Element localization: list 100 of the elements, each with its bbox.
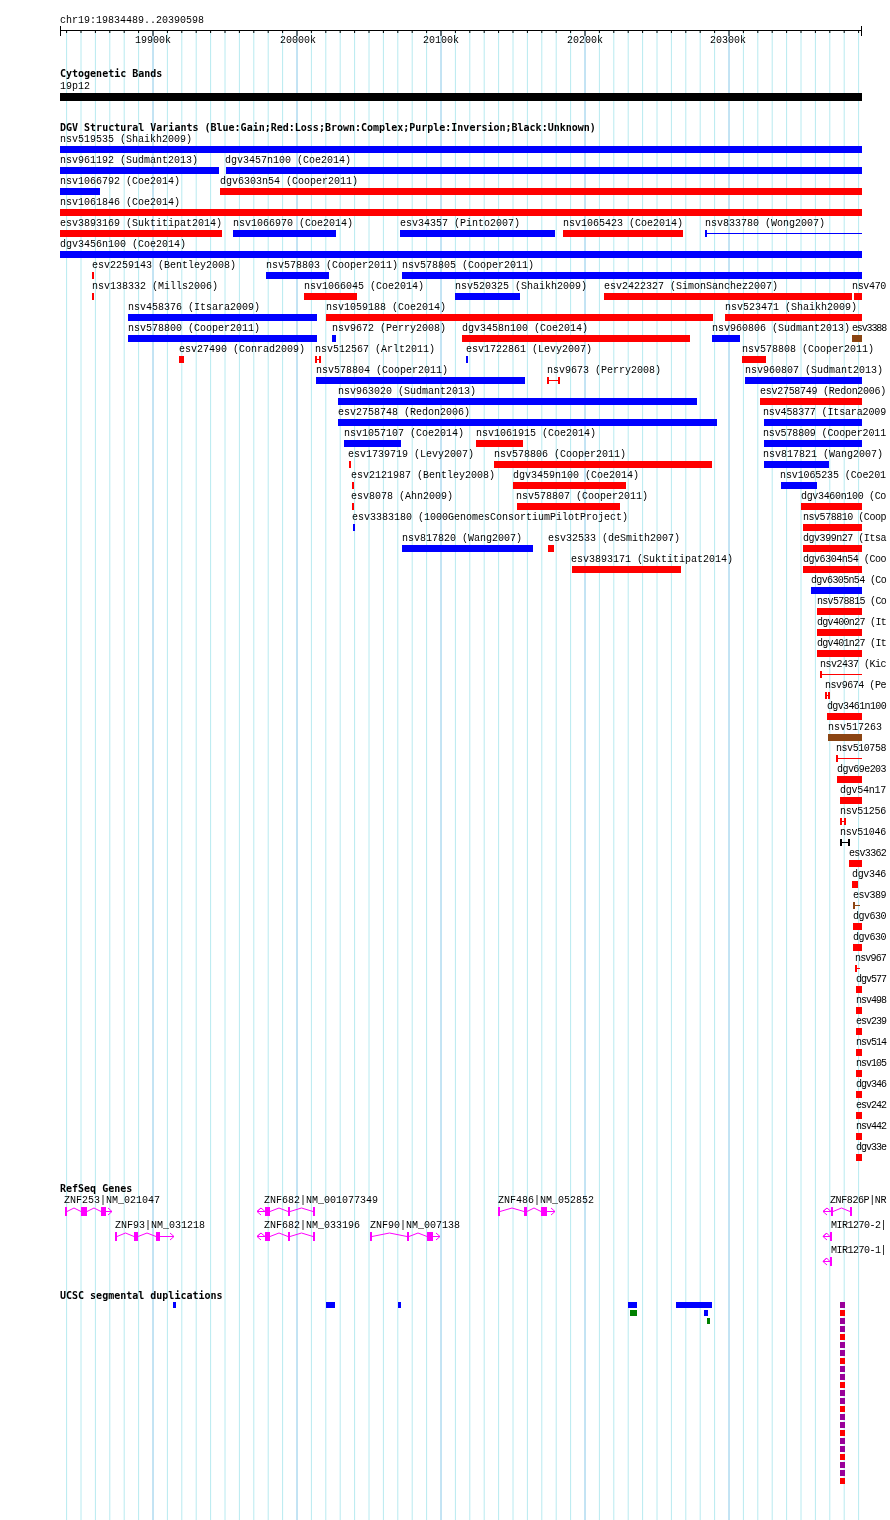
variant-label: nsv578809 (Cooper2011 <box>763 428 886 439</box>
scale-label: 20200k <box>567 35 603 46</box>
track-title: DGV Structural Variants (Blue:Gain;Red:Loss;Brown:Complex;Purple:Inversion;Black:Unknown) <box>60 122 596 133</box>
variant-label: dgv400n27 (It <box>817 617 886 628</box>
track-title: UCSC segmental duplications <box>60 1290 223 1301</box>
variant-label: nsv1066792 (Coe2014) <box>60 176 181 187</box>
variant-label: nsv1065235 (Coe201 <box>780 470 886 481</box>
position-label: chr19:19834489..20390598 <box>60 15 205 26</box>
variant-label: nsv512567 (Arlt2011) <box>315 344 436 355</box>
variant-label: nsv817821 (Wang2007) <box>763 449 884 460</box>
variant-label: esv3388 <box>852 323 886 334</box>
track-title: RefSeq Genes <box>60 1183 133 1194</box>
variant-label: nsv1065423 (Coe2014) <box>563 218 684 229</box>
variant-label: dgv3456n100 (Coe2014) <box>60 239 187 250</box>
variant-label: nsv967 <box>855 953 886 964</box>
variant-label: nsv1061846 (Coe2014) <box>60 197 181 208</box>
variant-label: esv2758749 (Redon2006) <box>760 386 886 397</box>
scale-label: 20300k <box>710 35 746 46</box>
variant-label: nsv833780 (Wong2007) <box>705 218 826 229</box>
variant-label: nsv514 <box>856 1037 886 1048</box>
variant-label: dgv3459n100 (Coe2014) <box>513 470 640 481</box>
variant-label: nsv51256 <box>840 806 886 817</box>
variant-label: nsv1057107 (Coe2014) <box>344 428 465 439</box>
variant-label: dgv69e203 <box>837 764 886 775</box>
band-label: 19p12 <box>60 81 90 92</box>
variant-label: esv389 <box>853 890 886 901</box>
variant-label: nsv1066045 (Coe2014) <box>304 281 425 292</box>
gene-label: ZNF486|NM_052852 <box>498 1195 594 1206</box>
variant-label: nsv9673 (Perry2008) <box>547 365 662 376</box>
variant-label: nsv519535 (Shaikh2009) <box>60 134 193 145</box>
variant-label: dgv630 <box>853 911 886 922</box>
variant-label: dgv401n27 (It <box>817 638 886 649</box>
gene-label: ZNF826P|NR <box>830 1195 886 1206</box>
variant-label: nsv517263 <box>828 722 882 733</box>
variant-label: esv1739719 (Levy2007) <box>348 449 475 460</box>
variant-label: nsv458377 (Itsara2009 <box>763 407 886 418</box>
variant-label: esv3383180 (1000GenomesConsortiumPilotProject) <box>352 512 629 523</box>
gene-label: MIR1270-2| <box>831 1220 886 1231</box>
variant-label: nsv138332 (Mills2006) <box>92 281 219 292</box>
variant-label: esv8078 (Ahn2009) <box>351 491 454 502</box>
variant-label: nsv1061915 (Coe2014) <box>476 428 597 439</box>
variant-label: dgv630 <box>853 932 886 943</box>
variant-label: dgv33e <box>856 1142 886 1153</box>
variant-label: nsv961192 (Sudmant2013) <box>60 155 199 166</box>
variant-label: nsv470 <box>852 281 886 292</box>
variant-label: nsv1059188 (Coe2014) <box>326 302 447 313</box>
variant-label: esv2758748 (Redon2006) <box>338 407 471 418</box>
gene-label: ZNF682|NM_001077349 <box>264 1195 379 1206</box>
variant-label: dgv3458n100 (Coe2014) <box>462 323 589 334</box>
variant-label: esv32533 (deSmith2007) <box>548 533 681 544</box>
variant-label: nsv578810 (Coop <box>803 512 886 523</box>
variant-label: nsv498 <box>856 995 886 1006</box>
variant-label: nsv1066970 (Coe2014) <box>233 218 354 229</box>
variant-label: dgv346 <box>852 869 886 880</box>
variant-label: nsv9672 (Perry2008) <box>332 323 447 334</box>
variant-label: nsv578807 (Cooper2011) <box>516 491 649 502</box>
variant-label: dgv399n27 (Itsa <box>803 533 886 544</box>
variant-label: esv2422327 (SimonSanchez2007) <box>604 281 779 292</box>
variant-label: nsv963020 (Sudmant2013) <box>338 386 477 397</box>
variant-label: esv3893169 (Suktitipat2014) <box>60 218 223 229</box>
variant-label: dgv3460n100 (Co <box>801 491 886 502</box>
variant-label: esv2259143 (Bentley2008) <box>92 260 237 271</box>
variant-label: nsv458376 (Itsara2009) <box>128 302 261 313</box>
variant-label: nsv523471 (Shaikh2009) <box>725 302 858 313</box>
scale-label: 20000k <box>280 35 316 46</box>
variant-label: esv2121987 (Bentley2008) <box>351 470 496 481</box>
variant-label: dgv577 <box>856 974 886 985</box>
gene-label: ZNF682|NM_033196 <box>264 1220 360 1231</box>
variant-label: esv239 <box>856 1016 886 1027</box>
variant-label: nsv2437 (Kic <box>820 659 886 670</box>
variant-label: esv34357 (Pinto2007) <box>400 218 521 229</box>
variant-label: dgv3457n100 (Coe2014) <box>225 155 352 166</box>
variant-label: nsv578804 (Cooper2011) <box>316 365 449 376</box>
variant-label: dgv54n17 <box>840 785 886 796</box>
variant-label: esv3893171 (Suktitipat2014) <box>571 554 734 565</box>
gene-label: MIR1270-1| <box>831 1245 886 1256</box>
gene-label: ZNF93|NM_031218 <box>115 1220 205 1231</box>
variant-label: dgv3461n100 <box>827 701 886 712</box>
variant-label: dgv6305n54 (Co <box>811 575 886 586</box>
variant-label: nsv105 <box>856 1058 886 1069</box>
variant-label: nsv9674 (Pe <box>825 680 886 691</box>
variant-label: esv242 <box>856 1100 886 1111</box>
variant-label: nsv442 <box>856 1121 886 1132</box>
variant-label: nsv510758 <box>836 743 886 754</box>
variant-label: nsv960807 (Sudmant2013) <box>745 365 884 376</box>
gene-label: ZNF90|NM_007138 <box>370 1220 460 1231</box>
variant-label: nsv578805 (Cooper2011) <box>402 260 535 271</box>
variant-label: nsv578815 (Co <box>817 596 886 607</box>
scale-label: 20100k <box>423 35 459 46</box>
variant-label: esv3362 <box>849 848 886 859</box>
gene-label: ZNF253|NM_021047 <box>64 1195 160 1206</box>
variant-label: nsv578808 (Cooper2011) <box>742 344 875 355</box>
variant-label: esv1722861 (Levy2007) <box>466 344 593 355</box>
variant-label: nsv578800 (Cooper2011) <box>128 323 261 334</box>
variant-label: dgv6303n54 (Cooper2011) <box>220 176 359 187</box>
variant-label: dgv6304n54 (Coo <box>803 554 886 565</box>
variant-label: nsv578803 (Cooper2011) <box>266 260 399 271</box>
variant-label: nsv578806 (Cooper2011) <box>494 449 627 460</box>
variant-label: nsv51046 <box>840 827 886 838</box>
variant-label: nsv817820 (Wang2007) <box>402 533 523 544</box>
